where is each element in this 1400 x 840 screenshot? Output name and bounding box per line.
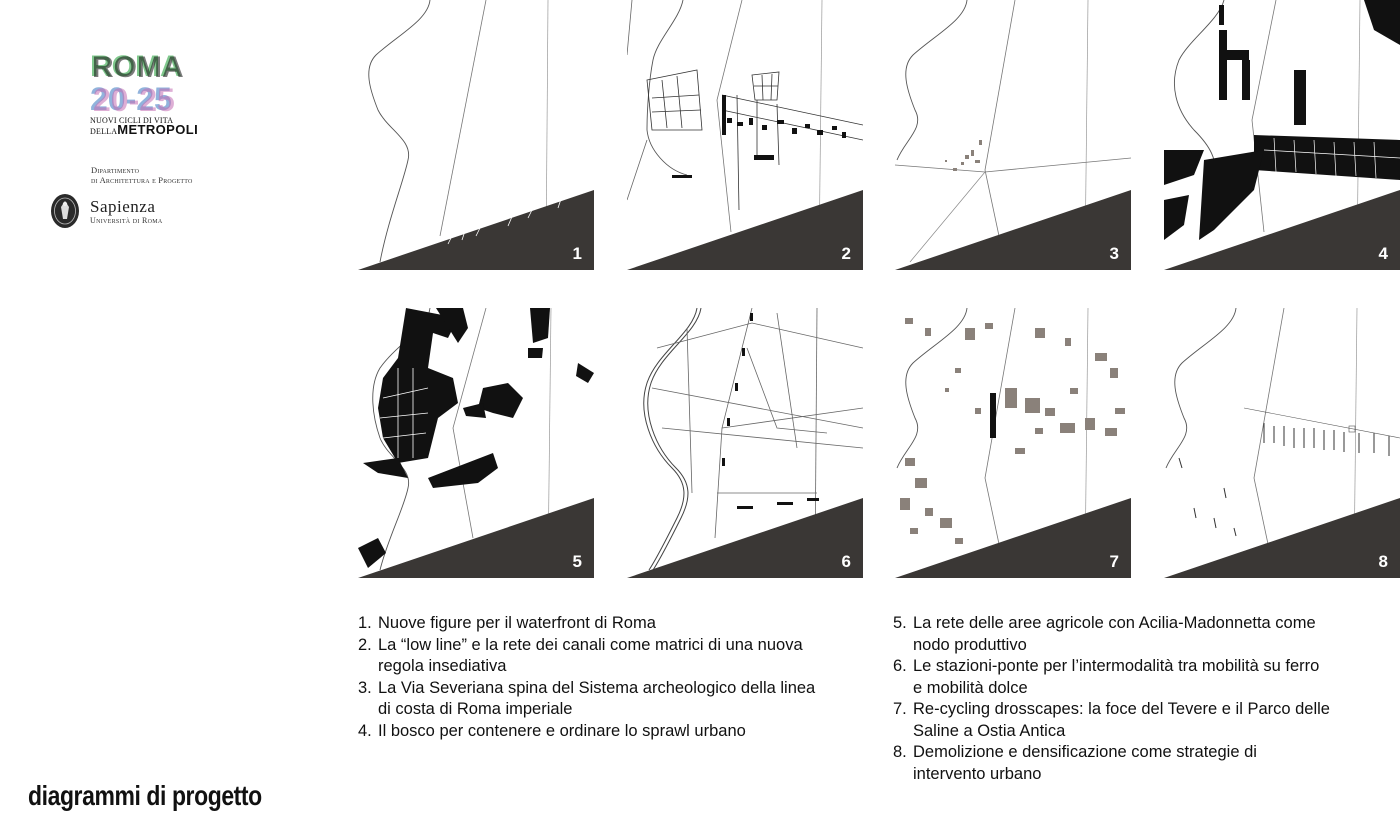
department-line2: di Architettura e Progetto — [91, 175, 193, 185]
panel-number: 7 — [1110, 552, 1119, 571]
university-sub: Università di Roma — [90, 215, 163, 225]
panel-number: 6 — [842, 552, 851, 571]
diagram-panel-1: 1 — [358, 0, 594, 270]
caption-number: 1. — [358, 614, 372, 632]
caption-number: 8. — [893, 743, 907, 761]
diagram-panel-8: 8 — [1164, 308, 1400, 578]
diagram-panel-3: 3 — [895, 0, 1131, 270]
caption-text: Il bosco per contenere e ordinare lo spr… — [378, 721, 746, 740]
caption-text: La rete delle aree agricole con Acilia-M… — [913, 614, 1316, 654]
caption-item: 6. Le stazioni-ponte per l’intermodalità … — [893, 656, 1353, 699]
caption-number: 3. — [358, 678, 372, 697]
diagram-panel-7: 7 — [895, 308, 1131, 578]
caption-text: Nuove figure per il waterfront di Roma — [378, 614, 656, 632]
sapienza-logo: Sapienza Università di Roma — [50, 193, 163, 229]
sapienza-seal-icon — [51, 194, 79, 228]
panel-number: 4 — [1379, 244, 1389, 263]
panel-number: 2 — [842, 244, 851, 263]
logo-sub-metropoli: METROPOLI — [117, 122, 199, 137]
drosscapes-map-icon: 7 — [895, 308, 1131, 578]
caption-text: Le stazioni-ponte per l’intermodalità tr… — [913, 657, 1320, 697]
caption-item: 1. Nuove figure per il waterfront di Roma — [358, 613, 828, 635]
department-label: Dipartimento di Architettura e Progetto — [91, 165, 193, 185]
diagram-panel-2: 2 — [627, 0, 863, 270]
diagram-panel-6: 6 — [627, 308, 863, 578]
bridge-stations-map-icon: 6 — [627, 308, 863, 578]
university-name: Sapienza — [90, 196, 156, 216]
roma-2025-logo: ROMA ROMA 20-25 20-25 NUOVI CICLI DI VIT… — [90, 48, 220, 136]
captions-left: 1. Nuove figure per il waterfront di Roma… — [358, 613, 828, 742]
caption-text: Demolizione e densificazione come strate… — [913, 743, 1257, 783]
logo-year-shadow: 20-25 — [93, 82, 175, 114]
caption-text: Re-cycling drosscapes: la foce del Tever… — [913, 700, 1330, 740]
caption-number: 2. — [358, 635, 372, 654]
caption-number: 5. — [893, 614, 907, 632]
caption-text: La “low line” e la rete dei canali come … — [378, 635, 803, 676]
captions-right: 5. La rete delle aree agricole con Acilia… — [893, 613, 1353, 785]
agricultural-network-map-icon: 5 — [358, 308, 594, 578]
caption-number: 6. — [893, 657, 907, 675]
caption-item: 2. La “low line” e la rete dei canali com… — [358, 635, 828, 678]
panel-number: 3 — [1110, 244, 1119, 263]
panel-number: 1 — [573, 244, 582, 263]
diagram-panel-5: 5 — [358, 308, 594, 578]
logo-subtitle: NUOVI CICLI DI VITA DELLAMETROPOLI — [90, 116, 220, 136]
department-line1: Dipartimento — [91, 165, 140, 175]
caption-item: 3. La Via Severiana spina del Sistema arc… — [358, 678, 828, 721]
diagram-panel-4: 4 — [1164, 0, 1400, 270]
logo-roma-text: ROMA — [90, 50, 182, 83]
demolition-map-icon: 8 — [1164, 308, 1400, 578]
via-severiana-map-icon: 3 — [895, 0, 1131, 270]
caption-text: La Via Severiana spina del Sistema arche… — [378, 678, 816, 719]
forest-map-icon: 4 — [1164, 0, 1400, 270]
panel-number: 8 — [1379, 552, 1388, 571]
caption-number: 7. — [893, 700, 907, 718]
canals-map-icon: 2 — [627, 0, 863, 270]
logo-sub-line1: NUOVI CICLI DI VITA — [90, 116, 174, 125]
waterfront-map-icon: 1 — [358, 0, 594, 270]
page-title: diagrammi di progetto — [28, 780, 262, 811]
logo-sub-della: DELLA — [90, 127, 118, 136]
caption-item: 7. Re-cycling drosscapes: la foce del Tev… — [893, 699, 1353, 742]
panel-number: 5 — [573, 552, 582, 571]
caption-item: 4. Il bosco per contenere e ordinare lo s… — [358, 721, 828, 743]
logo-year-text: 20-25 — [90, 81, 172, 114]
logo-roma-shadow: ROMA — [92, 51, 184, 84]
caption-item: 5. La rete delle aree agricole con Acilia… — [893, 613, 1353, 656]
caption-item: 8. Demolizione e densificazione come stra… — [893, 742, 1353, 785]
roma-logo-icon: ROMA ROMA 20-25 20-25 — [90, 50, 184, 114]
caption-number: 4. — [358, 721, 372, 740]
